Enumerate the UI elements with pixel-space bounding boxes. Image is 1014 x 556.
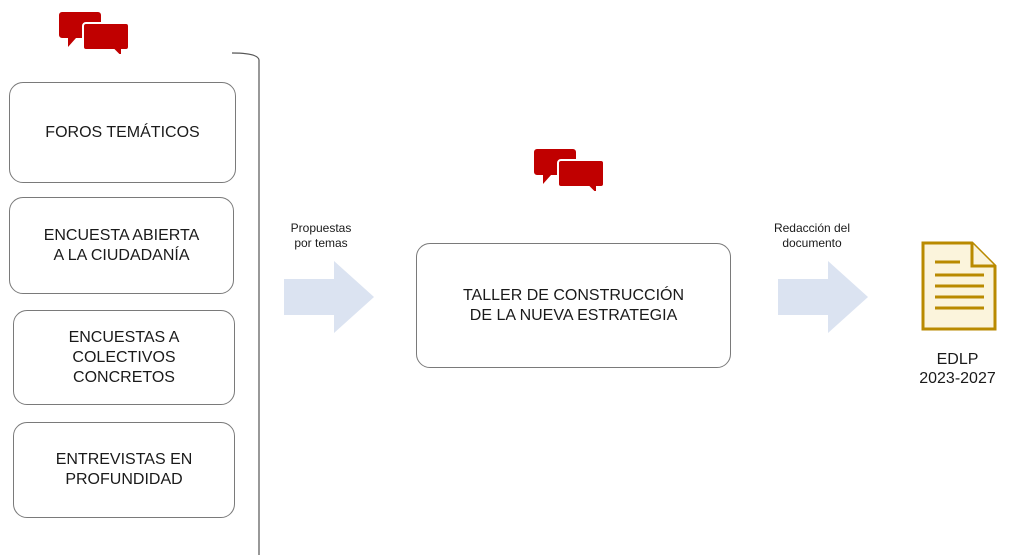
workshop-box: TALLER DE CONSTRUCCIÓN DE LA NUEVA ESTRA… [416, 243, 731, 368]
input-box-label: ENCUESTA ABIERTA A LA CIUDADANÍA [43, 226, 200, 264]
input-box-foros: FOROS TEMÁTICOS [9, 82, 236, 183]
arrow-right-icon [284, 261, 374, 333]
input-box-label: ENTREVISTAS EN PROFUNDIDAD [55, 451, 193, 488]
output-label: EDLP 2023-2027 [919, 351, 996, 387]
document-icon [921, 241, 997, 331]
speech-bubbles-icon [534, 149, 605, 191]
arrow2-label: Redacción del documento [773, 221, 851, 250]
arrow1-label: Propuestas por temas [290, 221, 352, 250]
input-box-encuestas-colectivos: ENCUESTAS A COLECTIVOS CONCRETOS [13, 310, 235, 405]
input-box-encuesta-abierta: ENCUESTA ABIERTA A LA CIUDADANÍA [9, 197, 234, 294]
input-box-label: ENCUESTAS A COLECTIVOS CONCRETOS [68, 328, 180, 386]
grouping-bracket [231, 52, 260, 555]
arrow-right-icon [778, 261, 868, 333]
workshop-label: TALLER DE CONSTRUCCIÓN DE LA NUEVA ESTRA… [462, 286, 685, 324]
speech-bubbles-icon [59, 12, 130, 54]
input-box-entrevistas: ENTREVISTAS EN PROFUNDIDAD [13, 422, 235, 518]
input-box-label: FOROS TEMÁTICOS [45, 123, 200, 141]
